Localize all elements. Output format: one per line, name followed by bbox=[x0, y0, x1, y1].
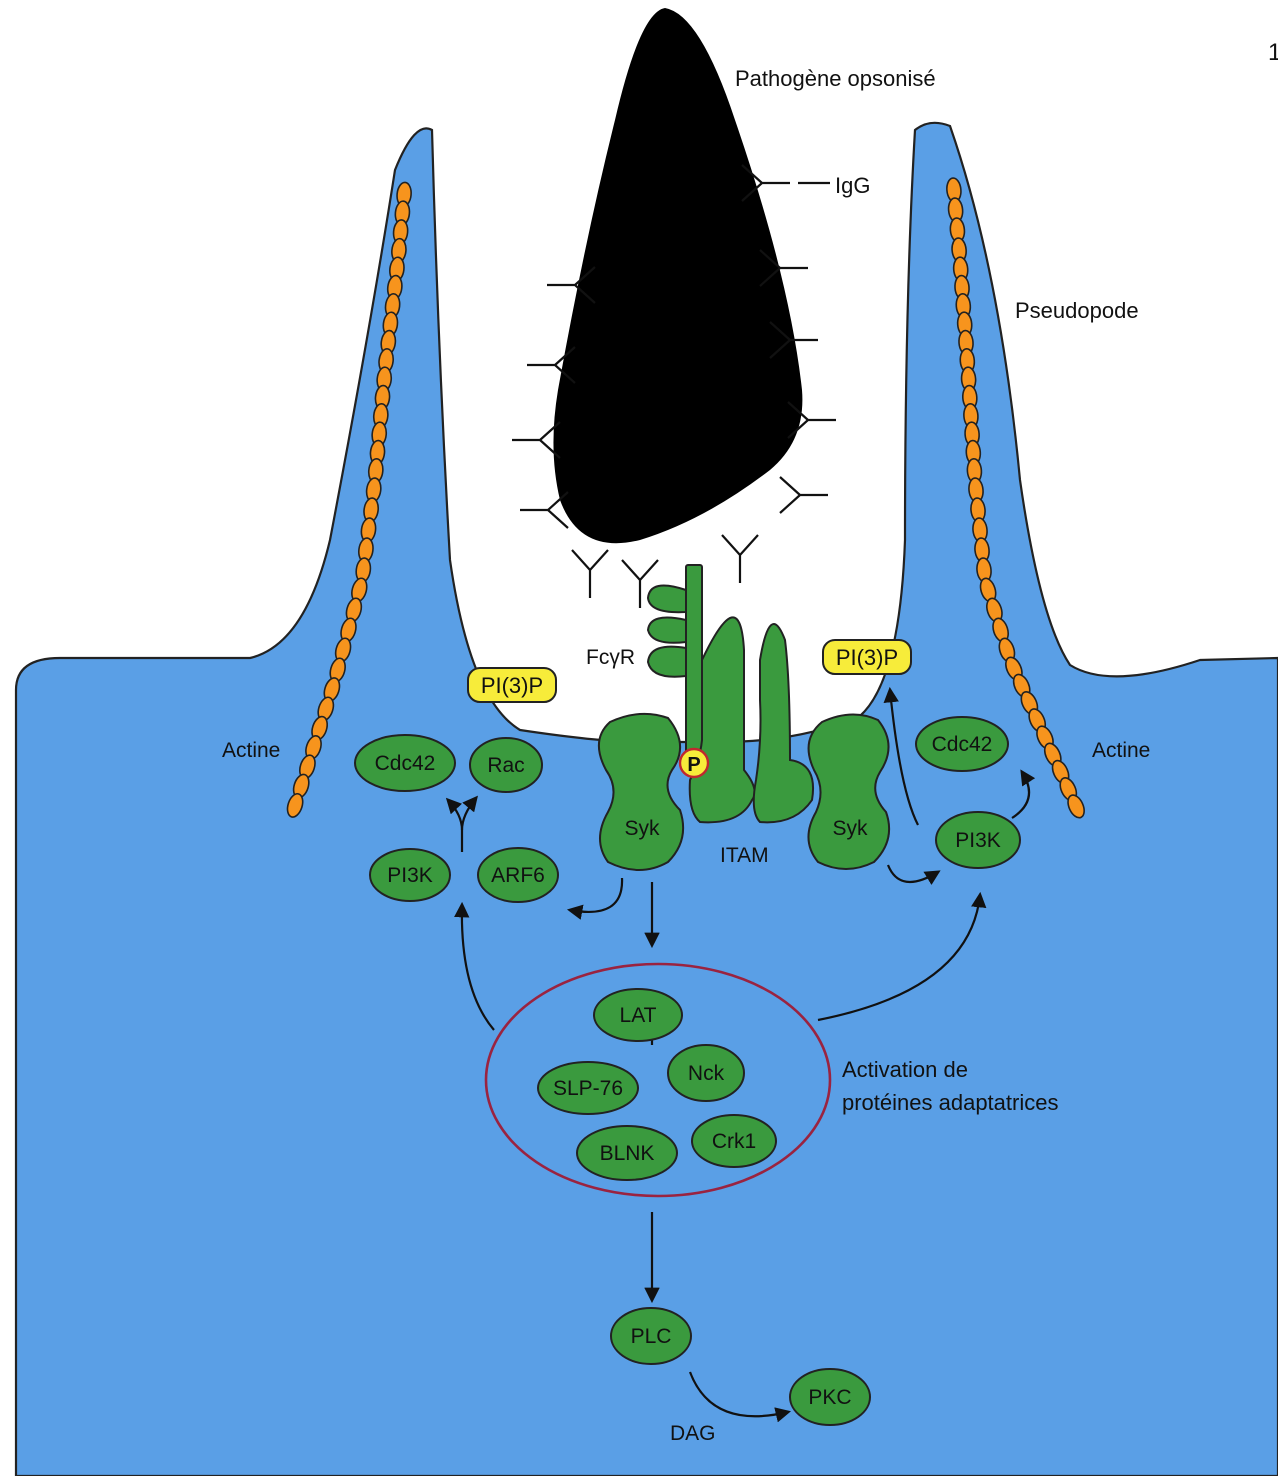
protein-label: PKC bbox=[808, 1386, 851, 1409]
igg-antibody bbox=[780, 477, 828, 513]
dag-label: DAG bbox=[670, 1422, 716, 1445]
protein-slp76: SLP-76 bbox=[538, 1062, 638, 1114]
protein-lat: LAT bbox=[594, 989, 682, 1041]
protein-label: Nck bbox=[688, 1062, 725, 1085]
protein-label: ARF6 bbox=[491, 864, 545, 887]
actine-right-label: Actine bbox=[1092, 739, 1150, 762]
protein-nck: Nck bbox=[668, 1045, 744, 1101]
protein-rac: Rac bbox=[470, 738, 542, 792]
fcgr-label: FcγR bbox=[586, 646, 635, 669]
pi3p-right: PI(3)P bbox=[823, 640, 911, 674]
actine-left-label: Actine bbox=[222, 739, 280, 762]
igg-antibody bbox=[512, 422, 560, 458]
protein-arf6: ARF6 bbox=[478, 848, 558, 902]
igg-antibody bbox=[520, 492, 568, 528]
igg-antibody bbox=[572, 550, 608, 598]
pi3p-left: PI(3)P bbox=[468, 668, 556, 702]
syk-left-label: Syk bbox=[624, 817, 660, 840]
igg-label: IgG bbox=[835, 173, 870, 198]
pi3p-label: PI(3)P bbox=[481, 673, 543, 698]
page-number: 1 bbox=[1268, 39, 1278, 66]
pseudopode-label: Pseudopode bbox=[1015, 298, 1139, 323]
protein-label: Crk1 bbox=[712, 1130, 756, 1153]
pi3p-label: PI(3)P bbox=[836, 645, 898, 670]
protein-label: SLP-76 bbox=[553, 1077, 623, 1100]
adaptor-label-line2: protéines adaptatrices bbox=[842, 1090, 1058, 1115]
igg-antibody bbox=[722, 535, 758, 583]
protein-crk1: Crk1 bbox=[692, 1115, 776, 1167]
protein-label: Cdc42 bbox=[375, 752, 436, 775]
svg-text:P: P bbox=[687, 754, 700, 776]
protein-label: LAT bbox=[620, 1004, 657, 1027]
protein-label: PLC bbox=[631, 1325, 672, 1348]
protein-label: PI3K bbox=[387, 864, 433, 887]
protein-label: Cdc42 bbox=[932, 733, 993, 756]
phospho-badge: P bbox=[680, 749, 708, 777]
protein-pkc: PKC bbox=[790, 1369, 870, 1425]
syk-right-label: Syk bbox=[832, 817, 868, 840]
protein-label: PI3K bbox=[955, 829, 1001, 852]
protein-blnk: BLNK bbox=[577, 1126, 677, 1180]
protein-cdc42-right: Cdc42 bbox=[916, 717, 1008, 771]
protein-pi3k-left: PI3K bbox=[370, 849, 450, 901]
adaptor-label-line1: Activation de bbox=[842, 1057, 968, 1082]
protein-cdc42-left: Cdc42 bbox=[355, 735, 455, 791]
protein-pi3k-right: PI3K bbox=[936, 812, 1020, 868]
protein-label: BLNK bbox=[600, 1142, 655, 1165]
protein-plc: PLC bbox=[611, 1308, 691, 1364]
pathogen-label: Pathogène opsonisé bbox=[735, 66, 936, 91]
protein-label: Rac bbox=[487, 754, 524, 777]
itam-label: ITAM bbox=[720, 844, 769, 867]
